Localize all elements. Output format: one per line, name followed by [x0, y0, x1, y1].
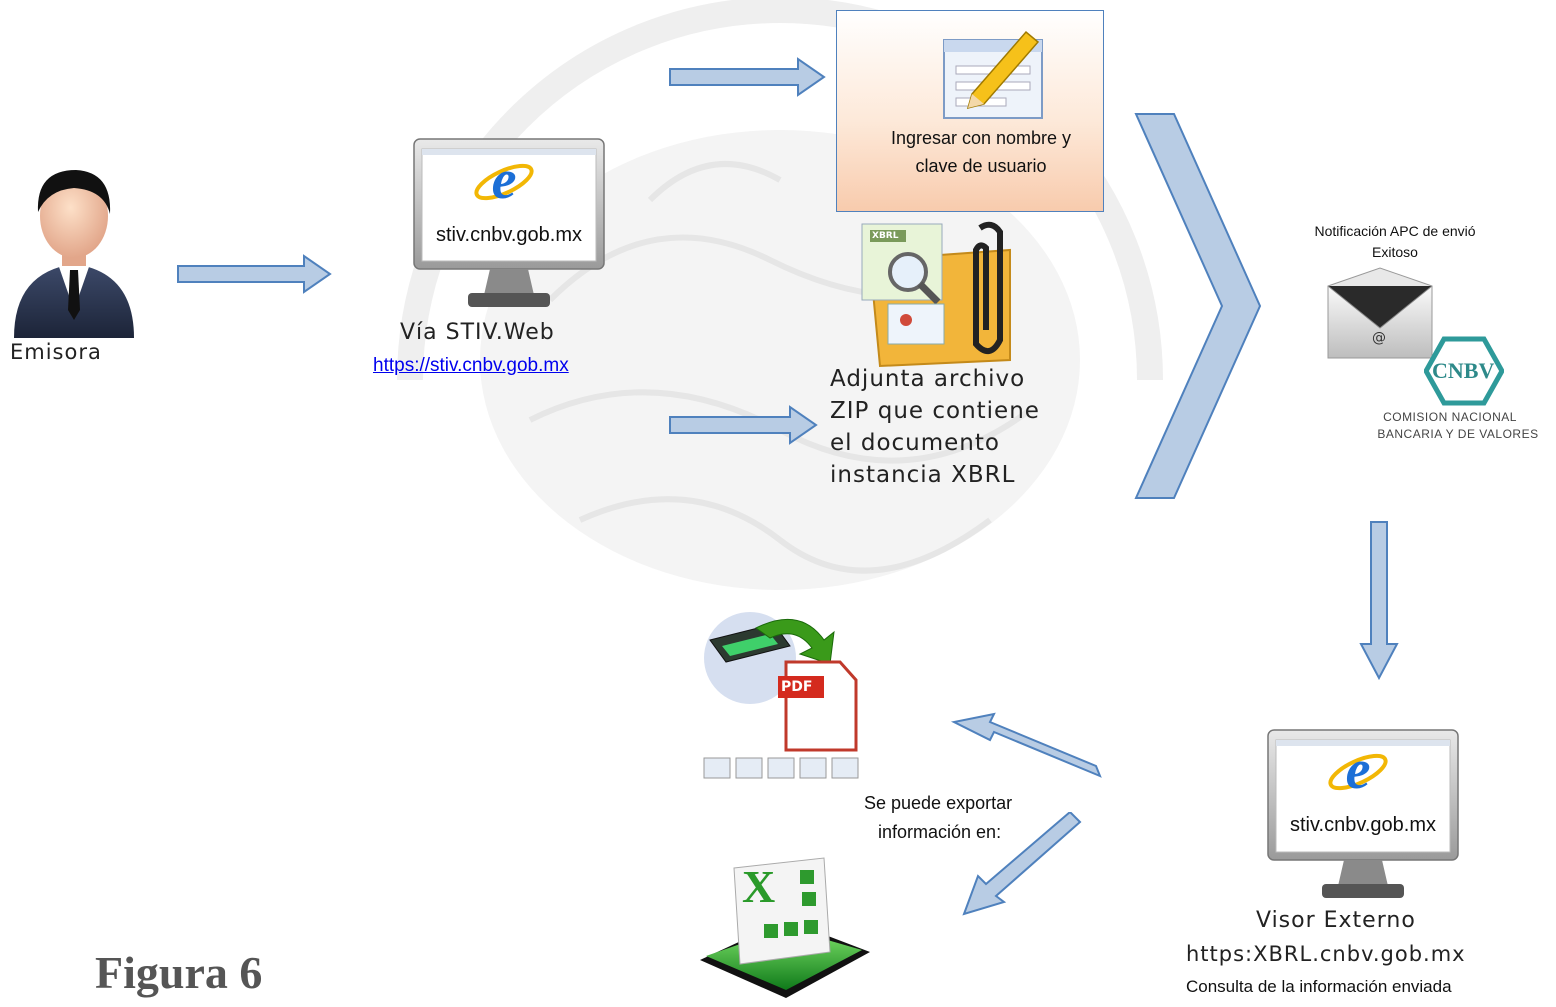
login-text-line1: Ingresar con nombre y — [890, 128, 1072, 148]
attach-line3: el documento — [830, 430, 1000, 456]
pdf-label: PDF — [781, 679, 813, 695]
attach-line2: ZIP que contiene — [830, 398, 1040, 424]
figure-label: Figura 6 — [95, 947, 263, 998]
notification-line2: Exitoso — [1372, 244, 1418, 260]
arrow-right — [669, 405, 818, 445]
cnbv-logo-text: CNBV — [1432, 358, 1495, 383]
svg-text:e: e — [492, 150, 517, 211]
pdf-export-icon — [703, 612, 859, 779]
envelope-icon — [1327, 267, 1433, 359]
monitor-screen-text: stiv.cnbv.gob.mx — [436, 224, 582, 246]
export-line1: Se puede exportar — [864, 793, 1013, 813]
excel-x-label: X — [742, 861, 776, 912]
arrow-diagonal-up-left — [950, 712, 1102, 778]
envelope-at-symbol: @ — [1372, 330, 1386, 346]
monitor-icon — [413, 138, 605, 307]
form-edit-icon — [943, 30, 1043, 119]
browser-e-icon: e — [474, 150, 534, 211]
notification-line1: Notificación APC de envió — [1314, 223, 1476, 239]
visor-title: Visor Externo — [1256, 908, 1416, 933]
attach-line4: instancia XBRL — [830, 462, 1016, 488]
visor-caption: Consulta de la información enviada — [1186, 977, 1452, 996]
arrow-diagonal-down-left — [962, 812, 1082, 916]
person-icon — [14, 170, 134, 338]
arrow-right — [177, 254, 332, 294]
attachment-folder-icon — [861, 221, 1011, 368]
excel-icon — [700, 857, 870, 998]
visor-url: https:XBRL.cnbv.gob.mx — [1186, 942, 1466, 966]
cnbv-org-line2: BANCARIA Y DE VALORES — [1377, 427, 1539, 441]
chevron-arrow — [1134, 113, 1262, 499]
export-line2: información en: — [878, 822, 1002, 842]
arrow-right — [669, 57, 826, 97]
attach-line1: Adjunta archivo — [830, 366, 1026, 392]
monitor-icon — [1267, 729, 1459, 898]
browser-e-icon: e — [1328, 740, 1388, 801]
xbrl-tag: XBRL — [872, 231, 899, 241]
emisora-label: Emisora — [10, 340, 102, 364]
monitor-screen-text: stiv.cnbv.gob.mx — [1290, 814, 1436, 836]
stiv-title: Vía STIV.Web — [400, 320, 555, 345]
cnbv-org-line1: COMISION NACIONAL — [1383, 410, 1517, 424]
cnbv-logo-hexagon — [1424, 336, 1504, 406]
login-text-line2: clave de usuario — [915, 156, 1047, 176]
svg-text:e: e — [1346, 740, 1371, 801]
arrow-down — [1359, 521, 1399, 681]
stiv-url-link[interactable]: https://stiv.cnbv.gob.mx — [373, 355, 569, 376]
